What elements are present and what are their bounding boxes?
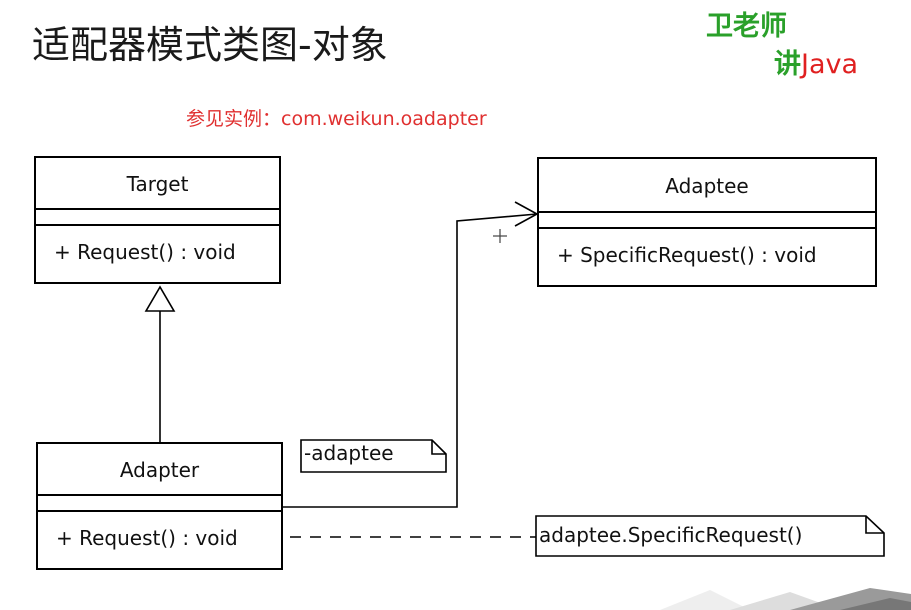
note-adaptee-shape [300,439,447,473]
generalization-arrowhead [144,285,176,312]
slide-title: 适配器模式类图-对象 [32,23,388,67]
class-adaptee-operation: + SpecificRequest() : void [557,243,817,267]
note-implementation-text: adaptee.SpecificRequest() [539,523,803,547]
reference-text: 参见实例：com.weikun.oadapter [186,108,487,130]
class-adapter-operation: + Request() : void [56,526,238,550]
class-adapter-name: Adapter [38,444,281,496]
class-target-operation: + Request() : void [54,240,236,264]
logo-brand: Java [801,49,859,80]
class-target: Target + Request() : void [34,156,281,284]
class-adaptee-name: Adaptee [539,159,875,213]
note-implementation: adaptee.SpecificRequest() [536,516,886,556]
cursor-crosshair-icon [493,229,507,243]
bottom-decoration-image [660,588,911,610]
note-call-shape [535,515,885,557]
logo-line2: 讲Java [774,42,858,81]
class-target-name: Target [36,158,279,210]
class-target-attributes [36,210,279,226]
note-association-role: -adaptee [301,440,446,472]
association-line [283,213,538,508]
class-adaptee-attributes [539,213,875,229]
logo-line1: 卫老师 [706,11,787,42]
note-adaptee-fold [431,440,446,455]
class-adaptee: Adaptee + SpecificRequest() : void [537,157,877,287]
logo-prefix: 讲 [774,49,801,80]
note-call-fold [865,516,884,534]
note-association-role-text: -adaptee [304,441,394,465]
class-adapter-attributes [38,496,281,512]
class-adapter: Adapter + Request() : void [36,442,283,570]
